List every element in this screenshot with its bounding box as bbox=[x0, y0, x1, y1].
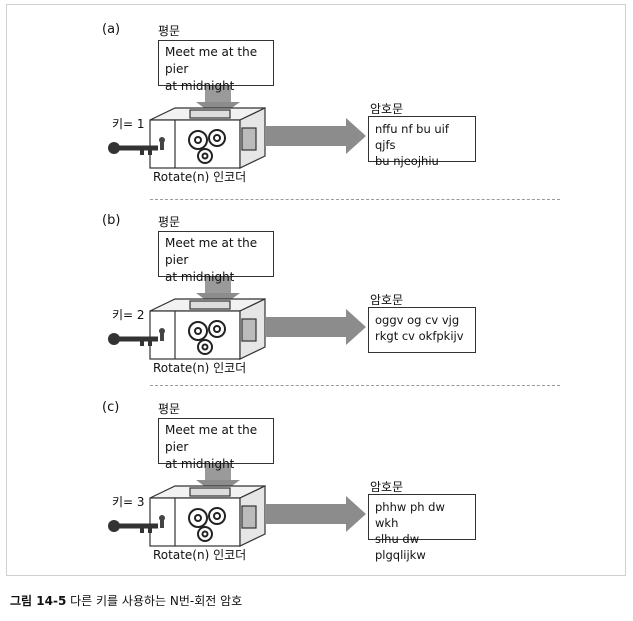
figure-caption-text: 다른 키를 사용하는 N번-회전 암호 bbox=[70, 594, 243, 608]
ciphertext-line: phhw ph dw wkh bbox=[375, 500, 445, 530]
plaintext-line: Meet me at the pier bbox=[165, 236, 258, 267]
plaintext-line: at midnight bbox=[165, 457, 235, 471]
ciphertext-line: nffu nf bu uif qjfs bbox=[375, 122, 449, 152]
plaintext-line: Meet me at the pier bbox=[165, 45, 258, 76]
encoder-box-icon bbox=[149, 107, 266, 169]
gears-icon bbox=[188, 320, 226, 355]
right-arrow-icon bbox=[265, 309, 366, 345]
right-arrow-icon bbox=[265, 496, 366, 532]
ciphertext-line: bu njeojhiu bbox=[375, 154, 439, 168]
encoder-box-icon bbox=[149, 485, 266, 547]
panel-divider bbox=[150, 199, 560, 200]
ciphertext-box: phhw ph dw wkh slhu dw plgqlijkw bbox=[368, 494, 476, 562]
encoder-illustration bbox=[108, 464, 366, 547]
gears-icon bbox=[188, 129, 226, 164]
plaintext-line: at midnight bbox=[165, 79, 235, 93]
ciphertext-box: oggv og cv vjg rkgt cv okfpkijv bbox=[368, 307, 476, 353]
plaintext-box: Meet me at the pier at midnight bbox=[158, 231, 274, 284]
figure-number: 그림 14-5 bbox=[10, 594, 67, 608]
ciphertext-line: slhu dw plgqlijkw bbox=[375, 532, 426, 562]
plaintext-heading: 평문 bbox=[158, 402, 181, 416]
ciphertext-box: nffu nf bu uif qjfs bu njeojhiu bbox=[368, 116, 476, 168]
ciphertext-heading: 암호문 bbox=[370, 480, 404, 494]
panel-label: (a) bbox=[102, 22, 121, 37]
ciphertext-line: oggv og cv vjg bbox=[375, 313, 460, 327]
plaintext-heading: 평문 bbox=[158, 24, 181, 38]
plaintext-box: Meet me at the pier at midnight bbox=[158, 418, 274, 471]
plaintext-box: Meet me at the pier at midnight bbox=[158, 40, 274, 93]
plaintext-line: Meet me at the pier bbox=[165, 423, 258, 454]
ciphertext-heading: 암호문 bbox=[370, 102, 404, 116]
ciphertext-heading: 암호문 bbox=[370, 293, 404, 307]
panel-b: (b) 평문 Meet me at the pier at midnight 키… bbox=[0, 213, 633, 403]
keyhole-icon bbox=[159, 328, 165, 341]
panel-c: (c) 평문 Meet me at the pier at midnight 키… bbox=[0, 400, 633, 590]
panel-label: (b) bbox=[102, 213, 121, 228]
keyhole-icon bbox=[159, 137, 165, 150]
key-label: 키= 3 bbox=[112, 495, 145, 509]
figure-frame bbox=[6, 4, 626, 576]
encoder-illustration bbox=[108, 277, 366, 360]
gears-icon bbox=[188, 507, 226, 542]
ciphertext-line: rkgt cv okfpkijv bbox=[375, 329, 464, 343]
key-icon bbox=[108, 142, 158, 155]
key-icon bbox=[108, 520, 158, 533]
panel-divider bbox=[150, 385, 560, 386]
encoder-box-icon bbox=[149, 298, 266, 360]
plaintext-heading: 평문 bbox=[158, 215, 181, 229]
plaintext-line: at midnight bbox=[165, 270, 235, 284]
key-icon bbox=[108, 333, 158, 346]
right-arrow-icon bbox=[265, 118, 366, 154]
encoder-label: Rotate(n) 인코더 bbox=[153, 170, 247, 184]
figure-caption: 그림 14-5 다른 키를 사용하는 N번-회전 암호 bbox=[10, 592, 242, 609]
keyhole-icon bbox=[159, 515, 165, 528]
encoder-illustration bbox=[108, 86, 366, 169]
key-label: 키= 1 bbox=[112, 117, 145, 131]
encoder-label: Rotate(n) 인코더 bbox=[153, 361, 247, 375]
panel-a: (a) 평문 Meet me at the pier at midnight 키… bbox=[0, 22, 633, 212]
key-label: 키= 2 bbox=[112, 308, 145, 322]
encoder-label: Rotate(n) 인코더 bbox=[153, 548, 247, 562]
panel-label: (c) bbox=[102, 400, 120, 415]
